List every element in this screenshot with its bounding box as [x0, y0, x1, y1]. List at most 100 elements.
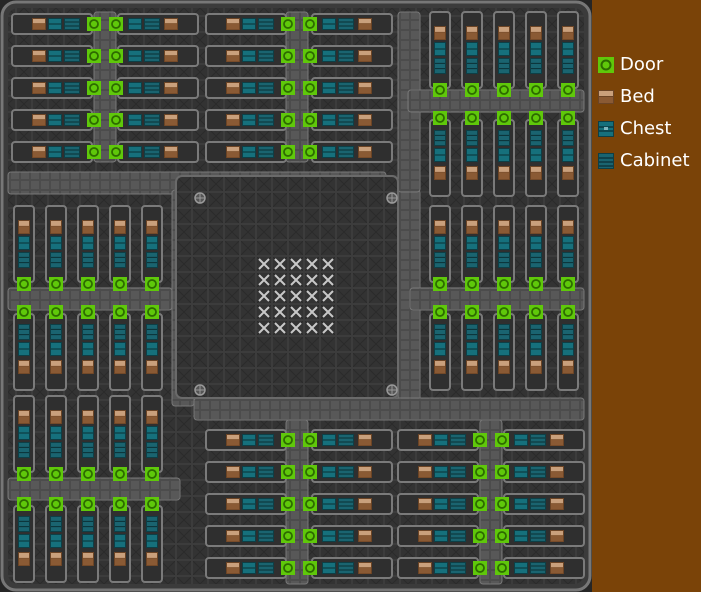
chest[interactable] [18, 534, 30, 548]
bed[interactable] [114, 220, 126, 234]
door[interactable] [109, 81, 123, 95]
bed[interactable] [226, 530, 240, 542]
chest[interactable] [18, 426, 30, 440]
chest[interactable] [466, 148, 478, 162]
cabinet[interactable] [258, 50, 274, 62]
chest[interactable] [514, 498, 528, 510]
chest[interactable] [242, 18, 256, 30]
chest[interactable] [530, 236, 542, 250]
cabinet[interactable] [338, 50, 354, 62]
bed[interactable] [418, 434, 432, 446]
door[interactable] [465, 305, 479, 319]
chest[interactable] [434, 434, 448, 446]
chest[interactable] [48, 18, 62, 30]
door[interactable] [87, 145, 101, 159]
bed[interactable] [562, 26, 574, 40]
cabinet[interactable] [82, 324, 94, 340]
door[interactable] [303, 49, 317, 63]
door[interactable] [113, 497, 127, 511]
door[interactable] [49, 467, 63, 481]
chest[interactable] [114, 534, 126, 548]
cabinet[interactable] [18, 252, 30, 268]
bed[interactable] [550, 562, 564, 574]
cabinet[interactable] [434, 324, 446, 340]
chest[interactable] [434, 530, 448, 542]
door[interactable] [49, 497, 63, 511]
door[interactable] [433, 277, 447, 291]
door[interactable] [561, 111, 575, 125]
cabinet[interactable] [466, 58, 478, 74]
door[interactable] [465, 277, 479, 291]
bed[interactable] [418, 498, 432, 510]
cabinet[interactable] [144, 82, 160, 94]
door[interactable] [561, 277, 575, 291]
door[interactable] [113, 305, 127, 319]
chest[interactable] [128, 50, 142, 62]
bed[interactable] [164, 50, 178, 62]
chest[interactable] [322, 146, 336, 158]
chest[interactable] [242, 82, 256, 94]
cabinet[interactable] [146, 442, 158, 458]
cabinet[interactable] [146, 252, 158, 268]
bed[interactable] [358, 18, 372, 30]
chest[interactable] [242, 466, 256, 478]
cabinet[interactable] [258, 114, 274, 126]
chest[interactable] [434, 498, 448, 510]
door[interactable] [113, 277, 127, 291]
cabinet[interactable] [144, 146, 160, 158]
door[interactable] [281, 145, 295, 159]
bed[interactable] [418, 466, 432, 478]
cabinet[interactable] [338, 114, 354, 126]
bed[interactable] [562, 166, 574, 180]
cabinet[interactable] [562, 252, 574, 268]
chest[interactable] [146, 426, 158, 440]
cabinet[interactable] [562, 324, 574, 340]
bed[interactable] [358, 434, 372, 446]
bed[interactable] [358, 562, 372, 574]
cabinet[interactable] [498, 324, 510, 340]
door[interactable] [87, 49, 101, 63]
cabinet[interactable] [434, 58, 446, 74]
bed[interactable] [164, 82, 178, 94]
bed[interactable] [82, 410, 94, 424]
bed[interactable] [466, 166, 478, 180]
bed[interactable] [498, 220, 510, 234]
cabinet[interactable] [50, 516, 62, 532]
door[interactable] [433, 83, 447, 97]
cabinet[interactable] [258, 146, 274, 158]
chest[interactable] [434, 148, 446, 162]
door[interactable] [465, 111, 479, 125]
door[interactable] [529, 305, 543, 319]
door[interactable] [303, 433, 317, 447]
bed[interactable] [50, 220, 62, 234]
door[interactable] [495, 529, 509, 543]
cabinet[interactable] [114, 324, 126, 340]
door[interactable] [495, 465, 509, 479]
door[interactable] [81, 305, 95, 319]
chest[interactable] [146, 236, 158, 250]
door[interactable] [303, 561, 317, 575]
cabinet[interactable] [530, 324, 542, 340]
cabinet[interactable] [338, 82, 354, 94]
chest[interactable] [530, 342, 542, 356]
door[interactable] [281, 81, 295, 95]
cabinet[interactable] [466, 252, 478, 268]
cabinet[interactable] [64, 18, 80, 30]
cabinet[interactable] [64, 50, 80, 62]
chest[interactable] [530, 42, 542, 56]
chest[interactable] [82, 236, 94, 250]
bed[interactable] [226, 146, 240, 158]
chest[interactable] [498, 236, 510, 250]
chest[interactable] [242, 434, 256, 446]
bed[interactable] [434, 360, 446, 374]
chest[interactable] [242, 146, 256, 158]
bed[interactable] [82, 552, 94, 566]
chest[interactable] [48, 50, 62, 62]
door[interactable] [281, 49, 295, 63]
chest[interactable] [128, 146, 142, 158]
chest[interactable] [82, 342, 94, 356]
chest[interactable] [242, 530, 256, 542]
chest[interactable] [114, 236, 126, 250]
cabinet[interactable] [258, 498, 274, 510]
door[interactable] [473, 497, 487, 511]
